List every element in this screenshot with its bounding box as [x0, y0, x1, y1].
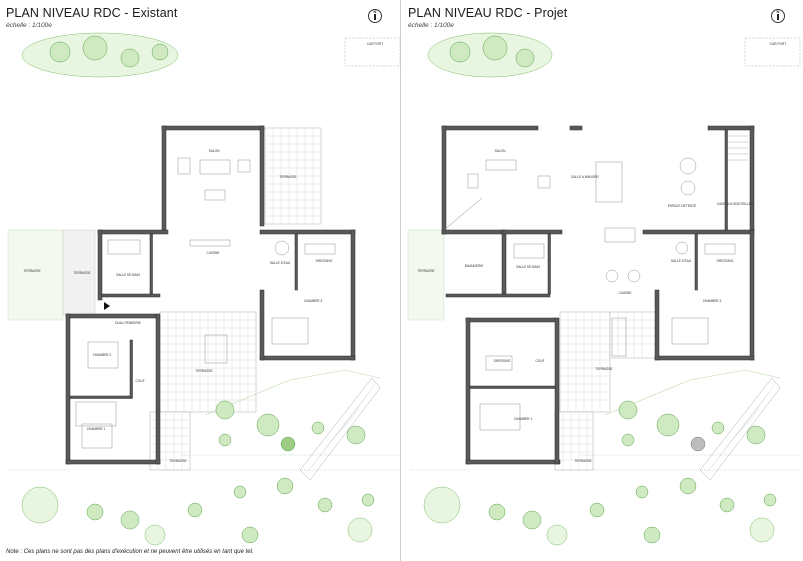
plan-panel-existing: PLAN NIVEAU RDC - Existant échelle : 1/1…: [0, 0, 400, 561]
furniture-project: [443, 157, 736, 431]
room-label: DRESSING: [717, 259, 734, 263]
trees-project: [423, 400, 777, 546]
room-label: SALLE DE BAIN: [116, 273, 140, 277]
trees-existing: [21, 400, 375, 546]
room-label: TERRASSE: [417, 269, 434, 273]
plan-scale-existing: échelle : 1/100e: [6, 22, 52, 29]
hedge-line: [8, 454, 400, 471]
terrace-top-right: [264, 127, 322, 225]
room-label: TERRASSE: [23, 269, 40, 273]
room-label: SALLE DE BAIN: [516, 265, 540, 269]
plan-title-project: PLAN NIVEAU RDC - Projet: [408, 6, 568, 20]
room-label: ESPACE DETENTE: [668, 204, 696, 208]
existing-plan: [7, 32, 401, 546]
north-arrow-icon: N: [368, 9, 382, 23]
room-label: CHAMBRE 3: [304, 299, 323, 303]
room-label: SALON: [209, 149, 221, 153]
room-label: SALLE D'EAU: [671, 259, 692, 263]
room-label: CHAMBRE 3: [703, 299, 722, 303]
plan-scale-project: échelle : 1/100e: [408, 22, 454, 29]
room-label: CUISINE: [619, 291, 632, 295]
furniture-existing: [75, 157, 336, 449]
room-labels-project: SALON SALLE A MANGER ESPACE DETENTE CAVE AU…: [417, 42, 786, 463]
plan-title-existing: PLAN NIVEAU RDC - Existant: [6, 6, 178, 20]
room-label: CHAMBRE 2: [93, 353, 112, 357]
garden-contour: [604, 369, 781, 416]
hedge-line: [410, 454, 800, 471]
garden-steps: [299, 377, 381, 481]
room-label: TERRASSE: [195, 369, 212, 373]
room-label: TERRASSE: [574, 459, 591, 463]
plan-panel-project: PLAN NIVEAU RDC - Projet échelle : 1/100…: [402, 0, 803, 561]
tree-canopy-top-project: [427, 32, 553, 78]
project-plan: [407, 32, 801, 546]
terrace-bottom: [149, 311, 257, 471]
room-label: DRESSING: [494, 359, 511, 363]
room-label: CHAMBRE 1: [514, 417, 533, 421]
north-arrow-icon: N: [771, 9, 785, 23]
disclaimer-note: Note : Ces plans ne sont pas des plans d…: [6, 549, 254, 555]
garden-steps: [699, 377, 781, 481]
room-label: TERRASSE: [279, 175, 296, 179]
car-port-outline: [744, 37, 801, 67]
garden-strip: [407, 229, 445, 321]
room-label: CUISINE: [207, 251, 220, 255]
room-label: DRESSING: [316, 259, 333, 263]
room-label: TERRASSE: [595, 367, 612, 371]
terrace-project: [554, 311, 657, 471]
garden-strip: [7, 229, 64, 321]
room-label: TERRASSE: [169, 459, 186, 463]
tree-canopy-top: [21, 32, 179, 78]
entrance-arrow-icon: [104, 302, 110, 310]
walls-existing: [65, 125, 356, 465]
room-label: DUAL PENDERIE: [115, 321, 141, 325]
room-label: COUF: [135, 379, 144, 383]
room-label: BUANDERIE: [465, 264, 484, 268]
room-label: SALLE A MANGER: [571, 175, 599, 179]
garden-contour: [204, 369, 381, 416]
panel-divider: [400, 0, 401, 561]
room-label: CAVE AUX BOUTEILLES: [717, 202, 753, 206]
room-label: SALLE D'EAU: [270, 261, 291, 265]
room-label: SALON: [495, 149, 507, 153]
walls-project: [441, 125, 755, 465]
room-label: CAR PORT: [770, 42, 786, 46]
room-labels-existing: SALON TERRASSE CUISINE SALLE D'EAU DRESSING S…: [23, 42, 383, 463]
car-port-outline: [344, 37, 401, 67]
room-label: CAR PORT: [367, 42, 383, 46]
terrace-strip: [62, 229, 96, 316]
room-label: CHAMBRE 1: [87, 427, 106, 431]
room-label: COUF: [535, 359, 544, 363]
room-label: TERRASSE: [73, 271, 90, 275]
